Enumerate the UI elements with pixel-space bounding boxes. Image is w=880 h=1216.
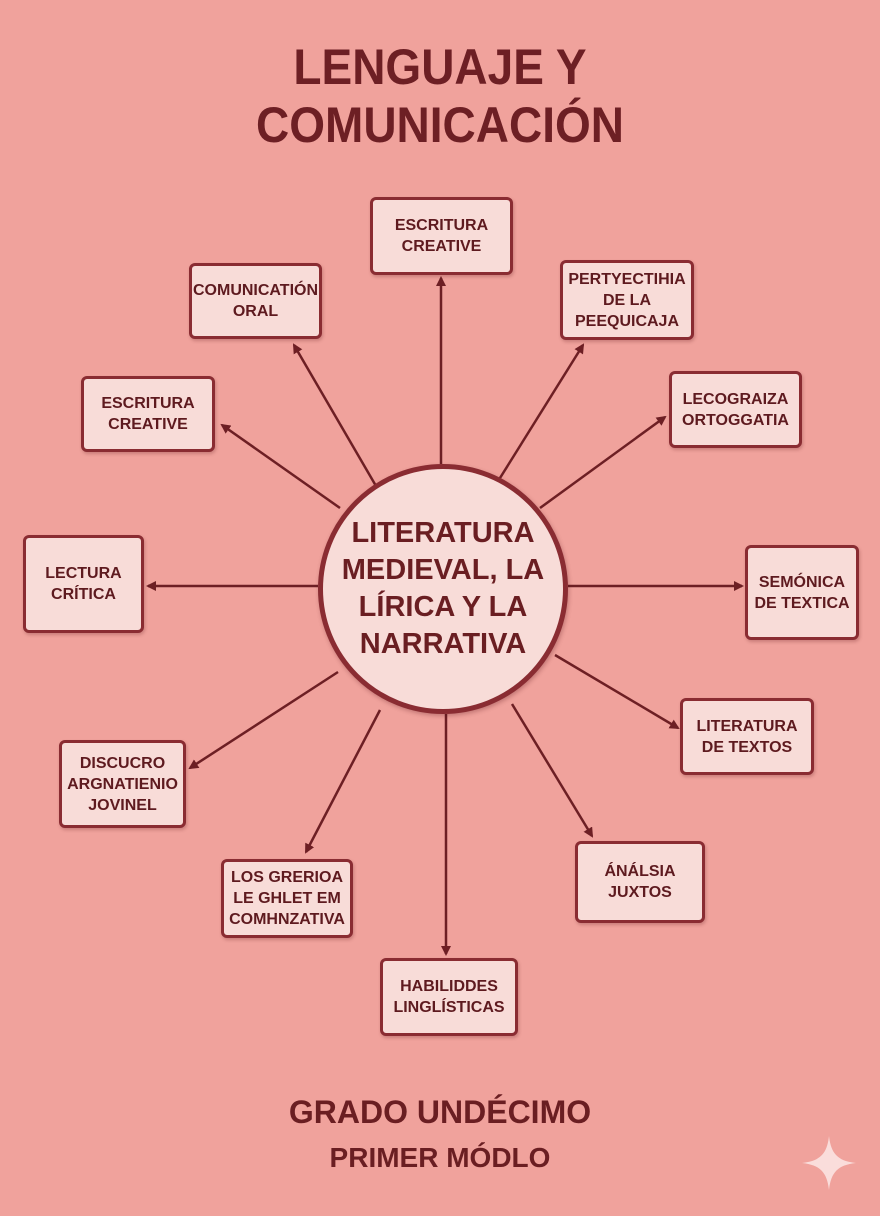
- page-title-line-2: COMUNICACIÓN: [255, 97, 624, 153]
- node-label: ESCRITURA: [394, 217, 489, 234]
- node-label: JOVINEL: [88, 796, 157, 814]
- node-habilidades: HABILIDDES LINGLÍSTICAS: [380, 958, 518, 1036]
- node-comunicacion-oral: COMUNICATIÓN ORAL: [189, 263, 322, 339]
- node-label: HABILIDDES: [400, 978, 498, 995]
- node-label: DE LA: [603, 291, 651, 309]
- node-label: PERTYECTIHIA: [568, 270, 686, 288]
- node-label: DE TEXTICA: [754, 594, 850, 612]
- node-label: JUXTOS: [608, 884, 672, 901]
- node-lectura-critica: LECTURA CRÍTICA: [23, 535, 144, 633]
- node-label: LE GHLET EM: [233, 890, 341, 907]
- sparkle-icon: [802, 1136, 856, 1190]
- arrow-to-discurso: [188, 670, 339, 770]
- node-label: DISCUCRO: [79, 754, 166, 772]
- node-literatura-textos: LITERATURA DE TEXTOS: [680, 698, 814, 775]
- central-topic: LITERATURA MEDIEVAL, LA LÍRICA Y LA NARR…: [318, 464, 568, 714]
- node-label: PEEQUICAJA: [574, 312, 680, 330]
- node-perspectiva: PERTYECTIHIA DE LA PEEQUICAJA: [560, 260, 694, 340]
- footer-grade: GRADO UNDÉCIMO: [288, 1094, 592, 1130]
- arrow-to-perspectiva: [498, 343, 585, 479]
- node-los-generos: LOS GRERIOA LE GHLET EM COMHNZATIVA: [221, 859, 353, 938]
- node-label: CREATIVE: [401, 238, 482, 255]
- central-topic-line: LÍRICA Y LA: [358, 591, 528, 623]
- node-label: LITERATURA: [696, 717, 798, 735]
- central-topic-line: MEDIEVAL, LA: [341, 554, 545, 586]
- node-label: CRÍTICA: [51, 586, 116, 603]
- node-label: ORTOGGATIA: [682, 411, 789, 429]
- node-label: ESCRITURA: [101, 395, 195, 412]
- page-title-line-1: LENGUAJE Y: [293, 39, 587, 95]
- node-lexicografia: LECOGRAIZA ORTOGGATIA: [669, 371, 802, 448]
- node-label: ÁNÁLSIA: [604, 863, 676, 880]
- node-label: LOS GRERIOA: [230, 869, 343, 886]
- node-label: ARGNATIENIO: [67, 775, 178, 793]
- arrow-to-escritura-left: [220, 423, 341, 510]
- node-label: ORAL: [232, 303, 279, 320]
- node-label: SEMÓNICA: [758, 573, 846, 591]
- arrow-to-los-generos: [304, 709, 382, 854]
- node-escritura-top: ESCRITURA CREATIVE: [370, 197, 513, 275]
- node-label: COMHNZATIVA: [229, 911, 345, 928]
- node-analisis: ÁNÁLSIA JUXTOS: [575, 841, 705, 923]
- node-label: LINGLÍSTICAS: [393, 999, 505, 1016]
- arrow-to-lexicografia: [539, 415, 667, 510]
- footer-module: PRIMER MÓDLO: [329, 1142, 551, 1173]
- node-label: CREATIVE: [108, 416, 188, 433]
- central-topic-line: LITERATURA: [351, 517, 535, 549]
- arrow-to-comunicacion-oral: [292, 343, 378, 487]
- node-label: DE TEXTOS: [701, 738, 793, 756]
- arrow-to-literatura-textos: [554, 653, 680, 730]
- node-escritura-left: ESCRITURA CREATIVE: [81, 376, 215, 452]
- node-label: LECTURA: [45, 565, 122, 582]
- node-semantica: SEMÓNICA DE TEXTICA: [745, 545, 859, 640]
- central-topic-line: NARRATIVA: [359, 628, 527, 660]
- arrow-to-analisis: [510, 703, 594, 838]
- node-label: COMUNICATIÓN: [192, 282, 319, 299]
- node-discurso: DISCUCRO ARGNATIENIO JOVINEL: [59, 740, 186, 828]
- node-label: LECOGRAIZA: [682, 390, 789, 408]
